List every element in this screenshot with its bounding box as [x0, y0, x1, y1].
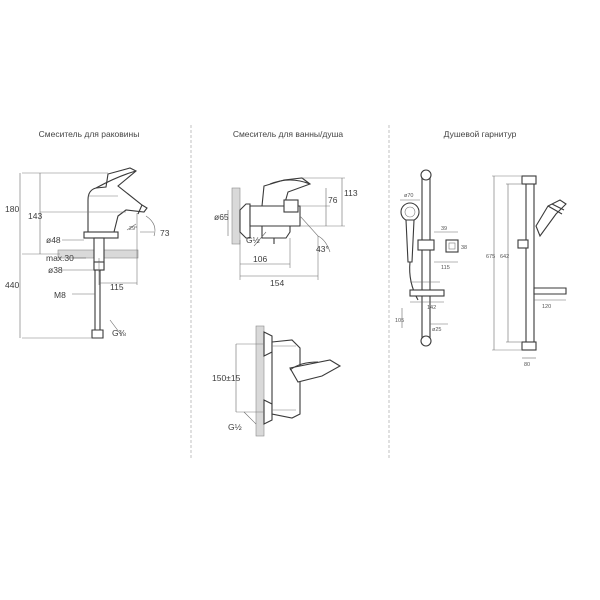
dim-bath-outlet: G½ — [246, 235, 260, 245]
dim-basin-outlet: G⅜ — [112, 328, 127, 338]
dim-basin-max-thickness: max.30 — [46, 253, 74, 263]
dim-basin-angle: 73 — [160, 228, 170, 238]
dim-bath-height-handle: 76 — [328, 195, 338, 205]
bath-mixer-front-drawing — [227, 177, 345, 280]
dim-shower-head-diameter: ø70 — [404, 193, 413, 199]
basin-mixer-title: Смеситель для раковины — [39, 129, 140, 139]
dim-basin-hole-diameter: ø38 — [48, 265, 63, 275]
dim-basin-height-spout: 143 — [28, 211, 42, 221]
bath-mixer-side-drawing — [235, 325, 342, 437]
dim-bath-center-distance: 150±15 — [212, 373, 241, 383]
shower-set-side-drawing — [492, 175, 567, 359]
dim-basin-base-diameter: ø48 — [46, 235, 61, 245]
dim-shower-base-width: 80 — [524, 362, 530, 368]
dim-shower-s3: 115 — [441, 265, 450, 271]
shower-set-panel: Душевой гарнитур — [395, 129, 567, 368]
dim-bath-flange-diameter: ø65 — [214, 212, 229, 222]
dim-bath-height-top: 113 — [344, 188, 358, 198]
dim-shower-s1: 39 — [441, 226, 447, 232]
dim-shower-s2: 38 — [461, 245, 467, 251]
dim-shower-soap-width: 142 — [427, 305, 436, 311]
shower-set-title: Душевой гарнитур — [444, 129, 517, 139]
shower-set-front-drawing — [400, 169, 459, 347]
dim-shower-height-bar: 642 — [500, 254, 509, 260]
dim-shower-holder-width: 105 — [395, 318, 404, 324]
bath-mixer-title: Смеситель для ванны/душа — [233, 129, 344, 139]
dim-bath-angle: 43° — [316, 244, 329, 254]
basin-mixer-panel: Смеситель для раковины — [5, 129, 170, 339]
dim-bath-width-total: 154 — [270, 278, 284, 288]
dim-basin-height-below: 440 — [5, 280, 19, 290]
dim-basin-height-total: 180 — [5, 204, 19, 214]
dim-shower-height-total: 675 — [486, 254, 495, 260]
dim-shower-right-width: 120 — [542, 304, 551, 310]
dim-basin-angle-2: 29° — [129, 226, 137, 232]
dim-bath-inlet: G½ — [228, 422, 242, 432]
bath-mixer-panel: Смеситель для ванны/душа — [212, 129, 358, 437]
dim-basin-reach: 115 — [110, 282, 124, 292]
dim-shower-bar-diameter: ø25 — [432, 327, 441, 333]
dim-basin-thread: M8 — [54, 290, 66, 300]
basin-mixer-drawing — [19, 167, 156, 339]
dim-bath-width-inner: 106 — [253, 254, 267, 264]
